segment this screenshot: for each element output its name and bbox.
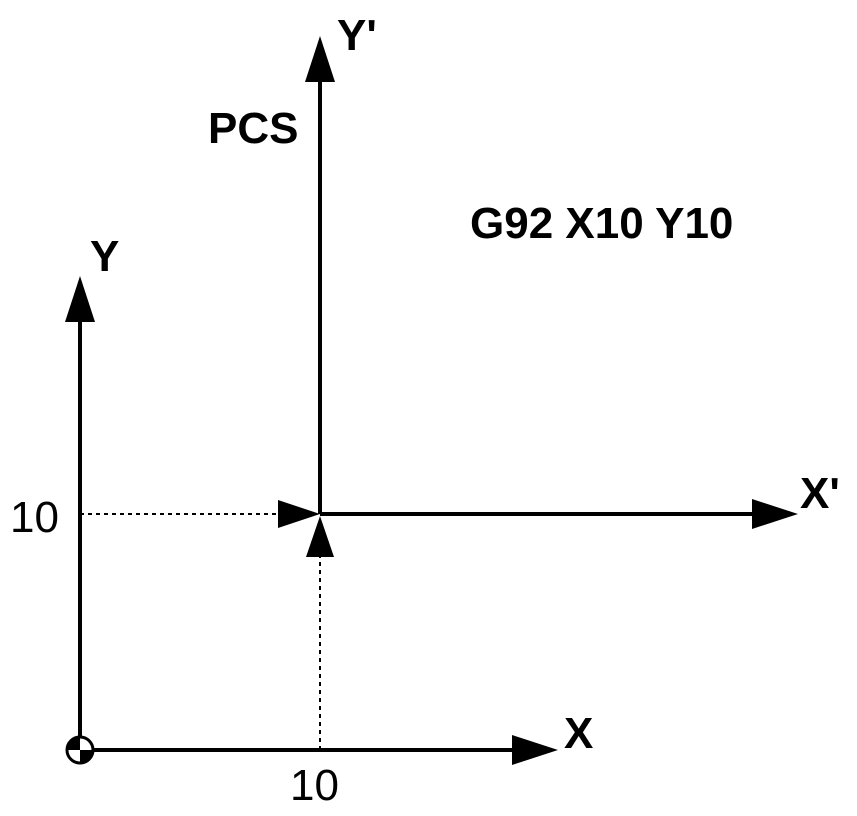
machine-coordinate-system: [65, 276, 558, 765]
machine-y-axis-arrowhead: [65, 276, 95, 322]
offset-guides: [80, 500, 334, 750]
origin-symbol-icon: [65, 735, 95, 765]
machine-y-axis-label: Y: [90, 232, 119, 281]
pcs-label: PCS: [208, 104, 298, 153]
machine-x-axis-arrowhead: [512, 735, 558, 765]
program-y-axis-label: Y': [337, 11, 377, 60]
y-offset-arrowhead: [278, 500, 320, 528]
y-offset-value: 10: [10, 493, 59, 542]
program-x-axis-arrowhead: [752, 499, 798, 529]
x-offset-arrowhead: [306, 516, 334, 557]
command-label: G92 X10 Y10: [470, 199, 733, 248]
program-y-axis-arrowhead: [305, 36, 335, 82]
labels: Y' PCS G92 X10 Y10 Y X' 10 X 10: [10, 11, 840, 810]
program-coordinate-system: [305, 36, 798, 529]
program-x-axis-label: X': [800, 469, 840, 518]
x-offset-value: 10: [290, 761, 339, 810]
machine-x-axis-label: X: [564, 709, 593, 758]
